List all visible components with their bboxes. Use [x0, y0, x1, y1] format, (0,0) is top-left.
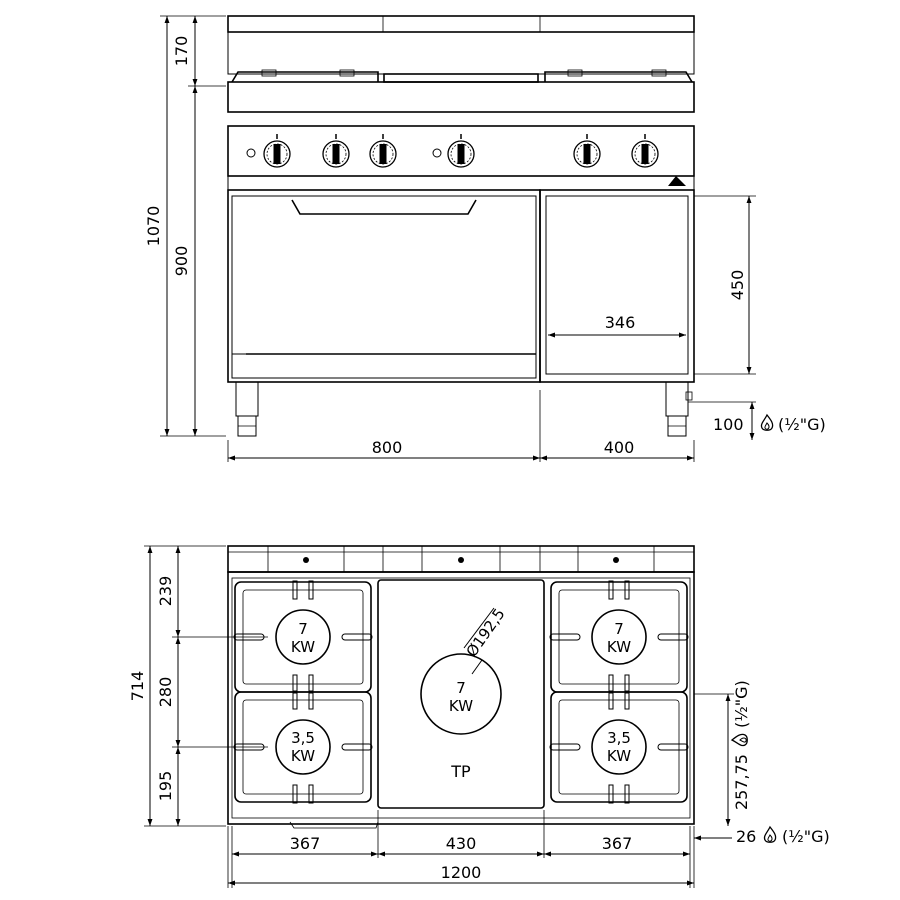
- dim-oven-width: 800: [372, 438, 403, 457]
- dim-width-right: 367: [602, 834, 633, 853]
- plate-label: TP: [450, 762, 471, 781]
- gas-rear-connection: (½"G): [782, 827, 830, 846]
- burner-knob-icon: [263, 133, 291, 168]
- svg-text:7: 7: [614, 620, 624, 638]
- dim-total-height: 1070: [144, 206, 163, 247]
- burner-knob-icon: [369, 133, 397, 168]
- dim-depth-row1: 239: [156, 576, 175, 607]
- burner-rear-right: 3,5 KW: [549, 690, 689, 804]
- dim-leg-height: 100: [713, 415, 744, 434]
- left-grate-profile: [231, 71, 379, 83]
- burner-front-left: 7 KW: [233, 580, 373, 694]
- gas-side-connection: (½"G): [732, 680, 751, 728]
- burner-knob-icon: [573, 133, 601, 168]
- dim-total-depth: 714: [128, 671, 147, 702]
- pilot-light-icon: [432, 148, 442, 158]
- svg-text:KW: KW: [607, 747, 631, 765]
- dim-top-height: 170: [172, 36, 191, 67]
- oven-door: [231, 195, 537, 355]
- plate-heating-zone: [420, 653, 502, 735]
- gas-flame-icon: [760, 414, 774, 431]
- burner-knob-icon: [322, 133, 350, 168]
- dim-gas-side-offset: 257,75: [732, 754, 751, 810]
- plate-knob-icon: [447, 133, 475, 168]
- svg-text:KW: KW: [291, 638, 315, 656]
- gas-connection-label: (½"G): [778, 415, 826, 434]
- burner-front-right: 7 KW: [549, 580, 689, 694]
- burner-rear-left: 3,5 KW: [233, 690, 373, 804]
- leg: [235, 381, 259, 417]
- plate-profile: [383, 73, 539, 83]
- cabinet-door: [545, 195, 689, 375]
- leg: [665, 381, 689, 417]
- dim-gas-rear-offset: 26: [736, 827, 756, 846]
- pilot-light-icon: [246, 148, 256, 158]
- plate-unit: KW: [449, 697, 473, 715]
- svg-text:3,5: 3,5: [607, 729, 631, 747]
- svg-text:3,5: 3,5: [291, 729, 315, 747]
- cabinet-body: [539, 189, 695, 383]
- svg-text:7: 7: [298, 620, 308, 638]
- dim-cabinet-total-width: 400: [604, 438, 635, 457]
- oven-handle: [291, 199, 477, 215]
- griddle-plate: [377, 579, 545, 809]
- dim-body-height: 900: [172, 246, 191, 277]
- dim-cabinet-height: 450: [728, 270, 747, 301]
- svg-text:KW: KW: [607, 638, 631, 656]
- top-view: 7 KW Ø192,5 TP 7 KW 3,5 KW 7 KW 3,5 KW: [128, 545, 830, 888]
- dim-width-center: 430: [446, 834, 477, 853]
- back-panel: [227, 15, 695, 33]
- right-grate-profile: [544, 71, 693, 83]
- svg-text:KW: KW: [291, 747, 315, 765]
- dim-depth-row3: 195: [156, 771, 175, 802]
- gas-flame-icon: [731, 733, 748, 747]
- dim-depth-row2: 280: [156, 677, 175, 708]
- dim-width-total: 1200: [441, 863, 482, 882]
- plate-diameter: Ø192,5: [463, 605, 509, 660]
- front-view: 1070 900 170 450 346 100 (½"G) 800 400: [144, 15, 826, 462]
- dim-cabinet-width: 346: [605, 313, 636, 332]
- plate-power: 7: [456, 679, 466, 697]
- dim-width-left: 367: [290, 834, 321, 853]
- logo-icon: [668, 176, 686, 186]
- gas-flame-icon: [763, 826, 777, 843]
- burner-knob-icon: [631, 133, 659, 168]
